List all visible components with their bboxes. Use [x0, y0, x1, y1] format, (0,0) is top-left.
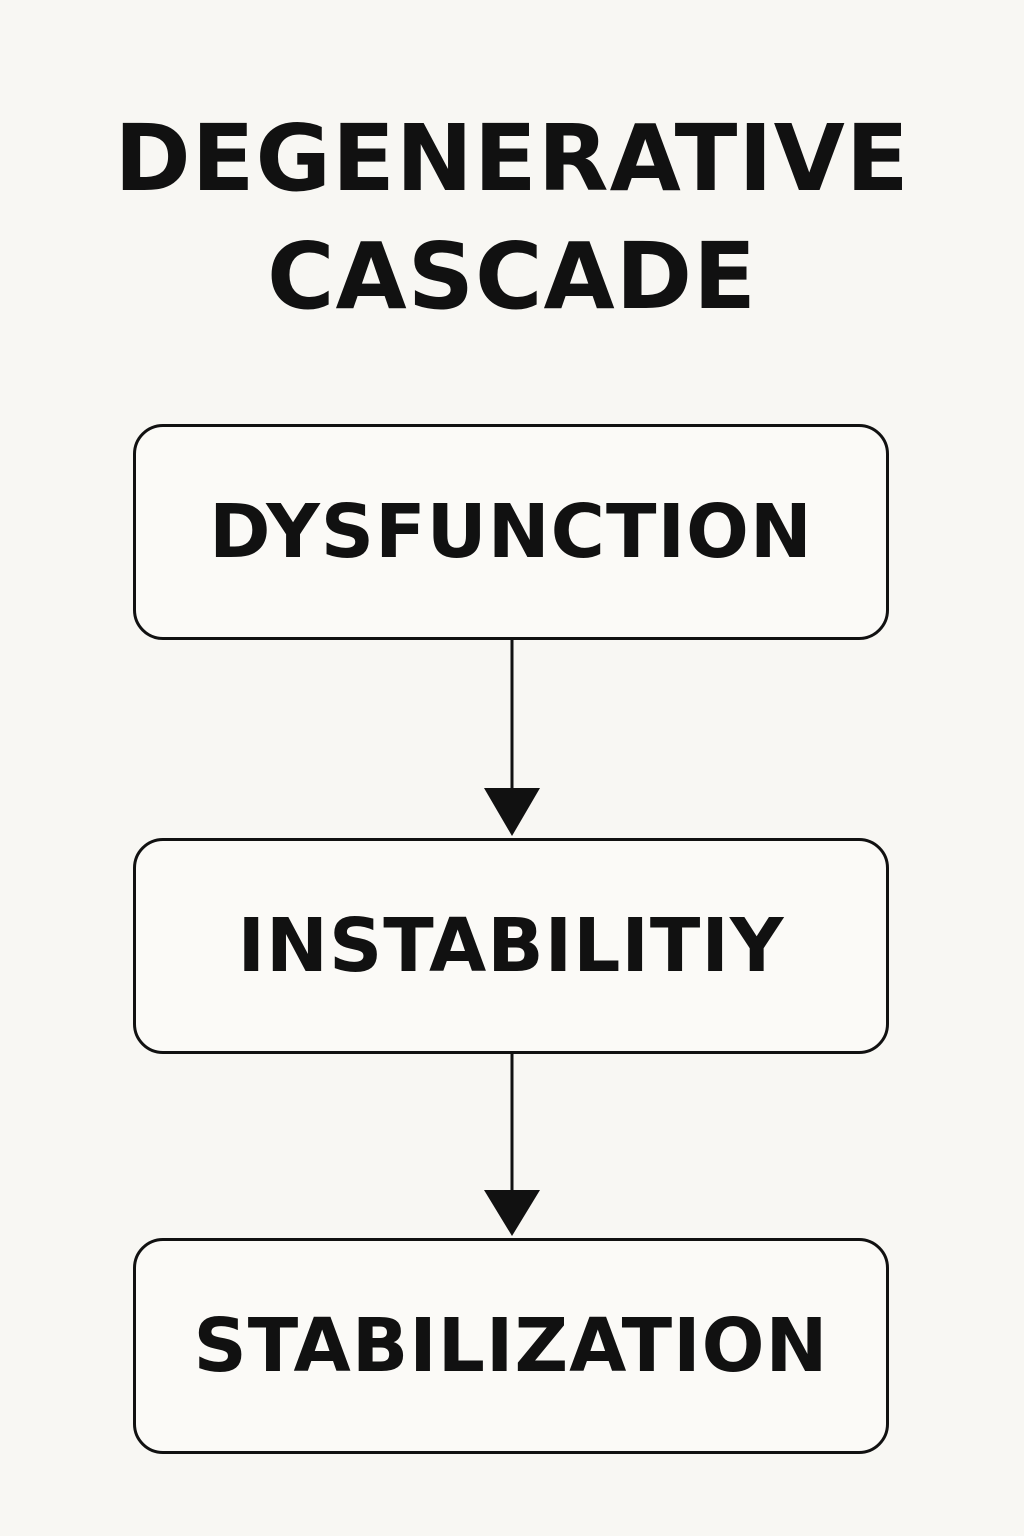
stage-label-instability: INSTABILITIY [237, 903, 785, 989]
stage-box-stabilization: STABILIZATION [133, 1238, 889, 1454]
arrow-down-2 [484, 1054, 540, 1236]
title-line-1: DEGENERATIVE [114, 105, 910, 212]
arrow-down-1 [484, 640, 540, 836]
stage-box-instability: INSTABILITIY [133, 838, 889, 1054]
stage-label-dysfunction: DYSFUNCTION [209, 489, 813, 575]
title-line-2: CASCADE [267, 223, 757, 330]
diagram-title: DEGENERATIVE CASCADE [0, 100, 1024, 336]
stage-label-stabilization: STABILIZATION [193, 1303, 829, 1389]
arrow-head-2 [484, 1190, 540, 1236]
arrow-head-1 [484, 788, 540, 836]
stage-box-dysfunction: DYSFUNCTION [133, 424, 889, 640]
